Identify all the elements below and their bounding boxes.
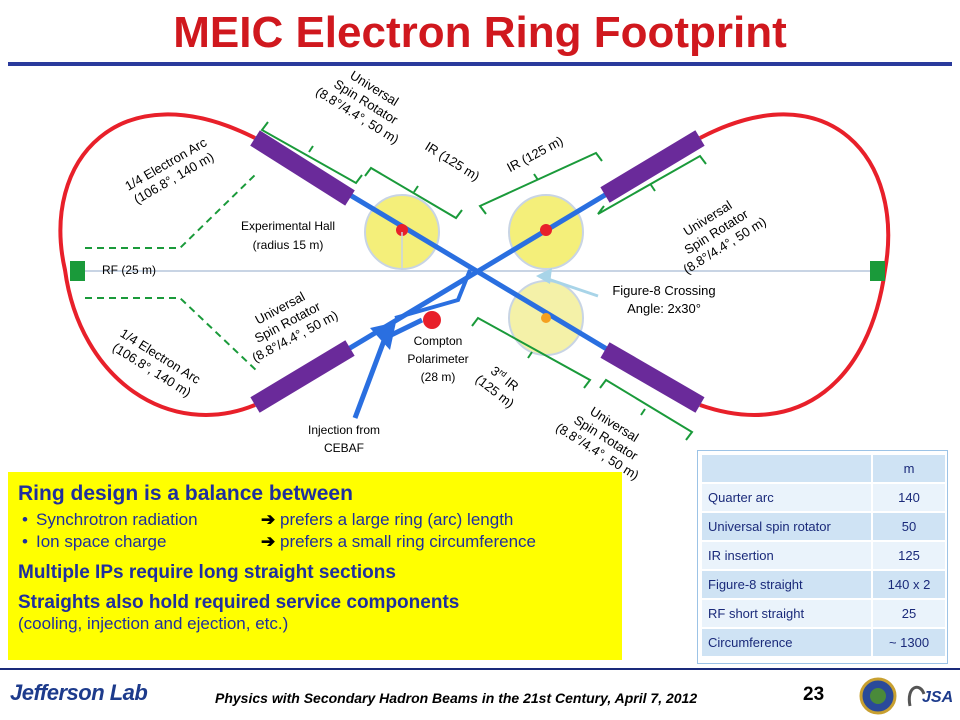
label-arc-bottom-left: 1/4 Electron Arc (106.8°, 140 m)	[110, 326, 204, 400]
table-cell: IR insertion	[700, 540, 873, 571]
compton-line	[394, 269, 472, 320]
jefferson-lab-logo: Jefferson Lab	[10, 680, 148, 705]
spin-rotator-bottom-right	[600, 342, 705, 413]
page-title: MEIC Electron Ring Footprint	[173, 8, 787, 57]
label-injection: Injection from CEBAF	[308, 423, 380, 455]
table-cell: 140	[871, 482, 947, 513]
table-row: Circumference ~ 1300	[700, 627, 947, 658]
bracket-usr-top-right	[597, 154, 707, 215]
summary-line-note: (cooling, injection and ejection, etc.)	[18, 614, 289, 633]
summary-line-straights: Multiple IPs require long straight secti…	[18, 562, 396, 583]
summary-box: Ring design is a balance between • Synch…	[8, 472, 622, 660]
table-row: RF short straight 25	[700, 598, 947, 629]
params-table: m Quarter arc 140 Universal spin rotator…	[700, 453, 947, 658]
label-usr-top-right: Universal Spin Rotator (8.8°/4.4°, 50 m)	[680, 197, 768, 276]
page-number: 23	[803, 684, 825, 705]
doe-seal-center	[870, 688, 886, 704]
table-cell: Circumference	[700, 627, 873, 658]
table-cell: RF short straight	[700, 598, 873, 629]
bullet-label: Synchrotron radiation	[36, 510, 198, 529]
label-ir-right: IR (125 m)	[504, 133, 565, 175]
label-experimental-hall: Experimental Hall (radius 15 m)	[241, 219, 335, 252]
label-third-ir: 3rd IR (125 m)	[473, 363, 522, 411]
svg-text:CEBAF: CEBAF	[324, 441, 364, 455]
right-arc	[699, 112, 891, 417]
footer-text: Physics with Secondary Hadron Beams in t…	[215, 690, 698, 706]
table-header-row: m	[700, 453, 947, 484]
footer-rule	[0, 668, 960, 670]
rf-box-left	[70, 261, 85, 281]
bracket-ir-right	[478, 151, 603, 215]
summary-line-components: Straights also hold required service com…	[18, 592, 460, 613]
summary-heading: Ring design is a balance between	[18, 482, 353, 505]
label-ir-left: IR (125 m)	[422, 139, 482, 184]
svg-text:Injection from: Injection from	[308, 423, 380, 437]
jsa-logo-icon	[907, 685, 926, 707]
right-arrow-icon: ➔	[261, 510, 276, 529]
table-cell: Quarter arc	[700, 482, 873, 513]
rf-box-right	[870, 261, 885, 281]
footer-seals: JSA	[859, 677, 953, 715]
right-arrow-icon: ➔	[261, 532, 276, 551]
label-usr-top-left: Universal Spin Rotator (8.8°/4.4°, 50 m)	[313, 67, 401, 146]
svg-text:Experimental Hall: Experimental Hall	[241, 219, 335, 233]
table-row: Figure-8 straight 140 x 2	[700, 569, 947, 600]
params-table-frame	[697, 450, 948, 664]
table-cell: Figure-8 straight	[700, 569, 873, 600]
table-cell: Universal spin rotator	[700, 511, 873, 542]
jsa-logo-mark: JSA	[922, 689, 953, 706]
table-cell: 50	[871, 511, 947, 542]
label-crossing: Figure-8 Crossing Angle: 2x30°	[612, 283, 715, 316]
svg-text:(28 m): (28 m)	[421, 370, 456, 384]
label-rf: RF (25 m)	[102, 263, 156, 277]
table-row: Quarter arc 140	[700, 482, 947, 513]
ip-dot-third	[541, 313, 551, 323]
spin-rotator-top-left	[250, 130, 355, 206]
svg-text:Compton: Compton	[414, 334, 463, 348]
compton-dot	[423, 311, 441, 329]
svg-text:Figure-8 Crossing: Figure-8 Crossing	[612, 283, 715, 298]
label-arc-top-left: 1/4 Electron Arc (106.8°, 140 m)	[122, 134, 216, 206]
spin-rotator-bottom-left	[250, 340, 355, 413]
table-cell: m	[871, 453, 947, 484]
injection-arrowhead	[370, 322, 396, 350]
summary-bullet: • Ion space charge ➔ prefers a small ring…	[22, 532, 612, 552]
label-compton: Compton Polarimeter (28 m)	[407, 334, 468, 384]
label-usr-bottom-left: Universal Spin Rotator (8.8°/4.4°, 50 m)	[249, 289, 340, 366]
bracket-third-ir	[471, 316, 592, 389]
bracket-usr-top-left	[260, 121, 363, 185]
svg-text:Polarimeter: Polarimeter	[407, 352, 468, 366]
label-usr-bottom-right: Universal Spin Rotator (8.8°/4.4°, 50 m)	[553, 403, 641, 482]
bracket-usr-bottom-right	[599, 378, 694, 441]
bracket-ir-left	[364, 166, 463, 220]
bullet-dot: •	[22, 510, 28, 529]
table-cell	[700, 453, 873, 484]
table-cell: 140 x 2	[871, 569, 947, 600]
table-row: IR insertion 125	[700, 540, 947, 571]
summary-bullet: • Synchrotron radiation ➔ prefers a large…	[22, 510, 612, 530]
table-cell: 125	[871, 540, 947, 571]
bullet-text: prefers a large ring (arc) length	[279, 510, 514, 529]
table-cell: ~ 1300	[871, 627, 947, 658]
bullet-text: prefers a small ring circumference	[279, 532, 537, 551]
left-arc	[58, 112, 256, 417]
bullet-dot: •	[22, 532, 28, 551]
crossing-arrowhead	[536, 268, 552, 284]
ip-dot-right	[540, 224, 552, 236]
table-row: Universal spin rotator 50	[700, 511, 947, 542]
svg-text:(radius 15 m): (radius 15 m)	[253, 238, 324, 252]
table-cell: 25	[871, 598, 947, 629]
svg-text:Angle: 2x30°: Angle: 2x30°	[627, 301, 701, 316]
bullet-label: Ion space charge	[36, 532, 167, 551]
title-rule	[8, 62, 952, 66]
crossing-arrow-line	[544, 276, 599, 298]
ip-dot-left	[396, 224, 408, 236]
spin-rotator-top-right	[600, 130, 705, 203]
